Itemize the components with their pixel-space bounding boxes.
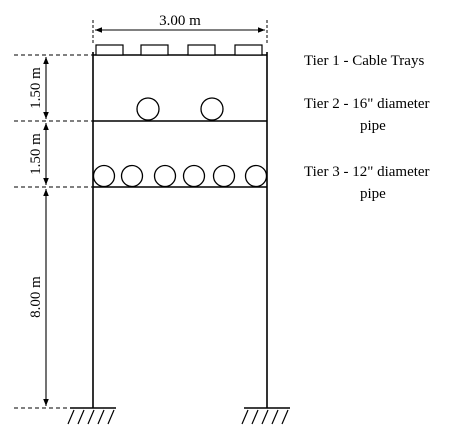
- cable-tray: [95, 44, 124, 56]
- pipe-12in: [212, 164, 236, 188]
- spacing-label-1: 1.50 m: [28, 67, 44, 109]
- cable-tray: [187, 44, 216, 56]
- pipe-16in: [136, 97, 160, 121]
- tier2-label-line2: pipe: [360, 118, 386, 134]
- pipe-12in: [153, 164, 177, 188]
- spacing-label-2: 1.50 m: [28, 133, 44, 175]
- left-fixed-support: [67, 407, 116, 425]
- tier1-label: Tier 1 - Cable Trays: [304, 53, 424, 69]
- pipe-12in: [182, 164, 206, 188]
- cable-trays: [95, 44, 263, 56]
- tier3-label-line2: pipe: [360, 186, 386, 202]
- tier3-pipes: [92, 164, 268, 188]
- cable-tray: [234, 44, 263, 56]
- tier3-label: Tier 3 - 12" diameter: [304, 164, 430, 180]
- cable-tray: [140, 44, 169, 56]
- tier2-pipes: [136, 97, 224, 121]
- pipe-12in: [120, 164, 144, 188]
- pipe-12in: [92, 164, 116, 188]
- right-fixed-support: [241, 407, 290, 425]
- pipe-16in: [200, 97, 224, 121]
- width-dimension: 3.00 m: [92, 13, 268, 45]
- width-label: 3.00 m: [159, 13, 201, 29]
- height-label: 8.00 m: [28, 276, 44, 318]
- pipe-12in: [244, 164, 268, 188]
- tier2-label: Tier 2 - 16" diameter: [304, 96, 430, 112]
